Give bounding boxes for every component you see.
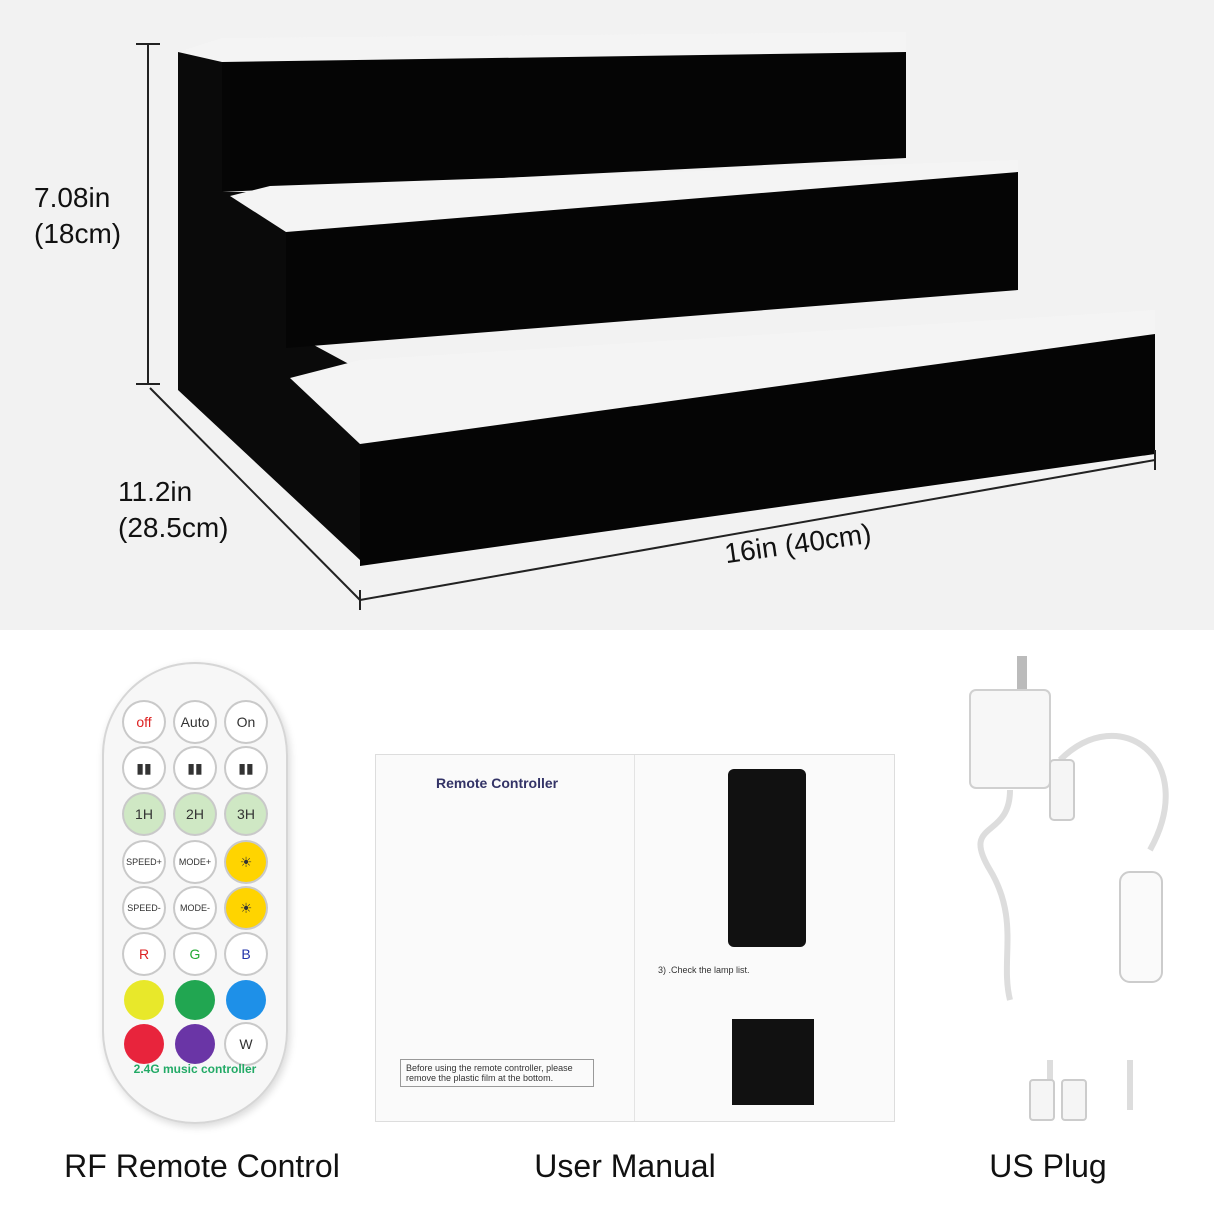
remote-red-button[interactable]: R xyxy=(124,934,164,974)
remote-green-button[interactable]: G xyxy=(175,934,215,974)
height-label: 7.08in (18cm) xyxy=(34,182,122,249)
remote-mode-up-button[interactable]: MODE+ xyxy=(175,842,215,882)
caption-remote: RF Remote Control xyxy=(64,1148,340,1184)
remote-off-button[interactable]: off xyxy=(124,702,164,742)
remote-brightness-down-icon[interactable]: ☀ xyxy=(226,888,266,928)
remote-model-label: 2.4G music controller xyxy=(133,1062,257,1076)
remote-music-1-icon[interactable]: ▮▮ xyxy=(124,748,164,788)
remote-speed-up-button[interactable]: SPEED+ xyxy=(124,842,164,882)
shelf-top-step-riser xyxy=(222,52,906,192)
caption-manual: User Manual xyxy=(534,1148,716,1184)
shelf-bottom-step-surface xyxy=(290,310,1155,444)
remote-brightness-up-icon[interactable]: ☀ xyxy=(226,842,266,882)
remote-on-button[interactable]: On xyxy=(226,702,266,742)
remote-speed-down-button[interactable]: SPEED- xyxy=(124,888,164,928)
manual-left-page xyxy=(376,755,635,1121)
remote-purple-button[interactable] xyxy=(175,1024,215,1064)
remote-green-color-button[interactable] xyxy=(175,980,215,1020)
remote-mode-down-button[interactable]: MODE- xyxy=(175,888,215,928)
remote-music-3-icon[interactable]: ▮▮ xyxy=(226,748,266,788)
remote-timer-1h-icon[interactable]: 1H xyxy=(124,794,164,834)
depth-dimension-line xyxy=(149,387,361,601)
manual-note: Before using the remote controller, plea… xyxy=(400,1059,594,1087)
manual-phone-screenshot xyxy=(728,769,806,947)
shelf-middle-step-surface xyxy=(230,160,1018,232)
remote-blue-button[interactable]: B xyxy=(226,934,266,974)
shelf-bottom-step-riser xyxy=(360,334,1155,566)
user-manual-booklet: Remote Controller Before using the remot… xyxy=(376,755,894,1121)
remote-music-2-icon[interactable]: ▮▮ xyxy=(175,748,215,788)
remote-sky-blue-button[interactable] xyxy=(226,980,266,1020)
remote-yellow-button[interactable] xyxy=(124,980,164,1020)
manual-lamp-list-screenshot xyxy=(732,1019,814,1105)
width-dimension-line xyxy=(359,459,1156,601)
cable-end-connector-left xyxy=(1029,1079,1055,1121)
inline-switch xyxy=(1119,871,1163,983)
remote-timer-2h-icon[interactable]: 2H xyxy=(175,794,215,834)
remote-red-color-button[interactable] xyxy=(124,1024,164,1064)
remote-auto-button[interactable]: Auto xyxy=(175,702,215,742)
manual-step-heading: 3) .Check the lamp list. xyxy=(658,965,750,975)
rf-remote-control: off Auto On ▮▮ ▮▮ ▮▮ 1H 2H 3H SPEED+ SPE… xyxy=(102,662,288,1124)
plug-adapter xyxy=(969,689,1051,789)
shelf-middle-step-riser xyxy=(286,172,1018,348)
remote-timer-3h-icon[interactable]: 3H xyxy=(226,794,266,834)
depth-label: 11.2in (28.5cm) xyxy=(118,476,229,543)
remote-white-button[interactable]: W xyxy=(226,1024,266,1064)
shelf-top-step-surface xyxy=(178,32,906,62)
cable-connector xyxy=(1049,759,1075,821)
caption-plug: US Plug xyxy=(989,1148,1107,1184)
shelf-side-panel xyxy=(178,52,360,560)
led-shelf-illustration xyxy=(136,32,1156,610)
cable-end-connector-right xyxy=(1061,1079,1087,1121)
manual-title: Remote Controller xyxy=(436,775,559,791)
